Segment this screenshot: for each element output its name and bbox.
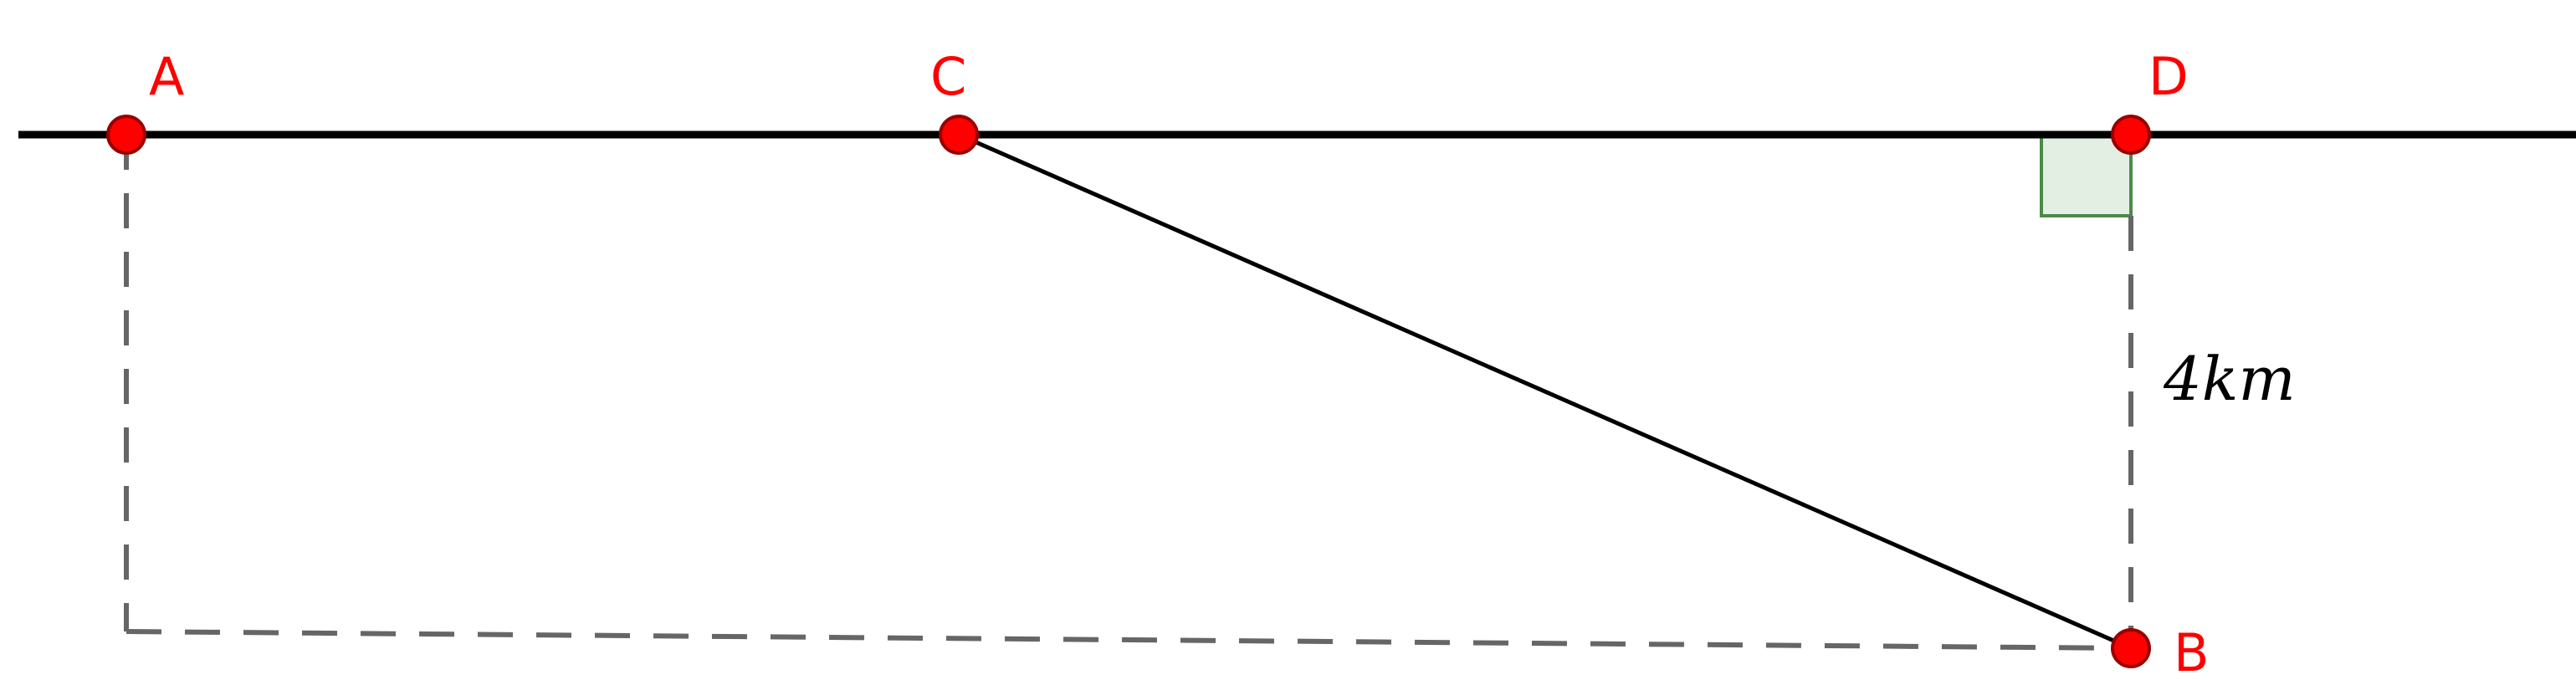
label-d: D [2148, 46, 2189, 107]
point-c[interactable] [939, 115, 979, 155]
length-label-db: 4km [2163, 344, 2296, 414]
segment-cb [957, 132, 2133, 651]
label-c: C [930, 46, 966, 107]
point-a[interactable] [106, 115, 146, 155]
point-b[interactable] [2111, 628, 2151, 668]
label-a: A [149, 46, 184, 107]
point-d[interactable] [2111, 115, 2151, 155]
label-b: B [2174, 622, 2210, 680]
right-angle-marker [2040, 133, 2133, 217]
dashed-line-ab-bottom [125, 629, 2132, 651]
